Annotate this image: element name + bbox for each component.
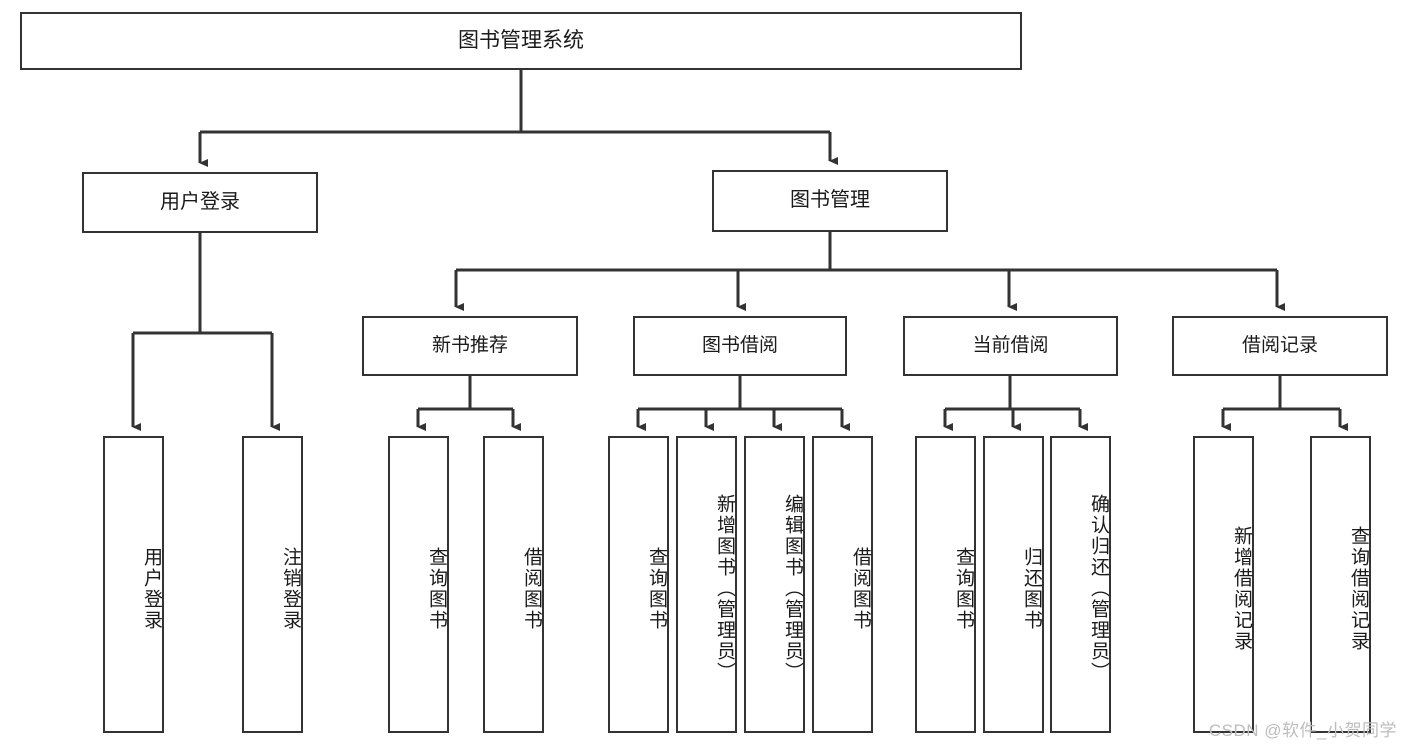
node-leaf-confirm-return-admin[interactable]: 确认归还（管理员） bbox=[1050, 436, 1111, 733]
node-new-book-recommend-label: 新书推荐 bbox=[431, 334, 508, 356]
node-borrow-record-label: 借阅记录 bbox=[1241, 334, 1318, 356]
node-leaf-add-book-admin-label: 新增图书（管理员） bbox=[714, 494, 735, 683]
node-leaf-add-borrow-record[interactable]: 新增借阅记录 bbox=[1193, 436, 1254, 733]
node-current-borrow[interactable]: 当前借阅 bbox=[903, 316, 1118, 376]
node-leaf-query-book-3[interactable]: 查询图书 bbox=[915, 436, 976, 733]
node-leaf-add-book-admin[interactable]: 新增图书（管理员） bbox=[676, 436, 737, 733]
node-leaf-query-book-3-label: 查询图书 bbox=[953, 546, 974, 631]
node-leaf-user-logout[interactable]: 注销登录 bbox=[242, 436, 303, 733]
watermark: CSDN @软件_小贺同学 bbox=[1208, 721, 1397, 740]
node-user-login[interactable]: 用户登录 bbox=[82, 172, 318, 233]
node-user-login-label: 用户登录 bbox=[160, 190, 240, 213]
node-leaf-query-book-2-label: 查询图书 bbox=[646, 546, 667, 631]
node-current-borrow-label: 当前借阅 bbox=[972, 334, 1049, 356]
node-leaf-query-borrow-record-label: 查询借阅记录 bbox=[1348, 525, 1369, 652]
node-leaf-confirm-return-admin-label: 确认归还（管理员） bbox=[1088, 494, 1109, 683]
node-root[interactable]: 图书管理系统 bbox=[20, 12, 1022, 70]
node-new-book-recommend[interactable]: 新书推荐 bbox=[362, 316, 578, 376]
node-leaf-query-book-1-label: 查询图书 bbox=[426, 546, 447, 631]
node-leaf-add-borrow-record-label: 新增借阅记录 bbox=[1231, 525, 1252, 652]
node-leaf-borrow-book-2-label: 借阅图书 bbox=[850, 546, 871, 631]
node-leaf-query-book-1[interactable]: 查询图书 bbox=[388, 436, 449, 733]
node-book-borrow[interactable]: 图书借阅 bbox=[633, 316, 847, 376]
node-leaf-user-logout-label: 注销登录 bbox=[280, 546, 301, 631]
node-leaf-query-book-2[interactable]: 查询图书 bbox=[608, 436, 669, 733]
node-borrow-record[interactable]: 借阅记录 bbox=[1172, 316, 1388, 376]
node-leaf-user-login[interactable]: 用户登录 bbox=[103, 436, 164, 733]
node-root-label: 图书管理系统 bbox=[458, 28, 584, 52]
node-leaf-return-book[interactable]: 归还图书 bbox=[983, 436, 1044, 733]
node-book-borrow-label: 图书借阅 bbox=[701, 334, 778, 356]
node-book-management-label: 图书管理 bbox=[790, 189, 870, 212]
node-book-management[interactable]: 图书管理 bbox=[712, 170, 948, 232]
node-leaf-edit-book-admin-label: 编辑图书（管理员） bbox=[782, 494, 803, 683]
node-leaf-return-book-label: 归还图书 bbox=[1021, 546, 1042, 631]
node-leaf-query-borrow-record[interactable]: 查询借阅记录 bbox=[1310, 436, 1371, 733]
node-leaf-borrow-book-1-label: 借阅图书 bbox=[521, 546, 542, 631]
node-leaf-user-login-label: 用户登录 bbox=[141, 546, 162, 631]
node-leaf-borrow-book-2[interactable]: 借阅图书 bbox=[812, 436, 873, 733]
node-leaf-borrow-book-1[interactable]: 借阅图书 bbox=[483, 436, 544, 733]
node-leaf-edit-book-admin[interactable]: 编辑图书（管理员） bbox=[744, 436, 805, 733]
